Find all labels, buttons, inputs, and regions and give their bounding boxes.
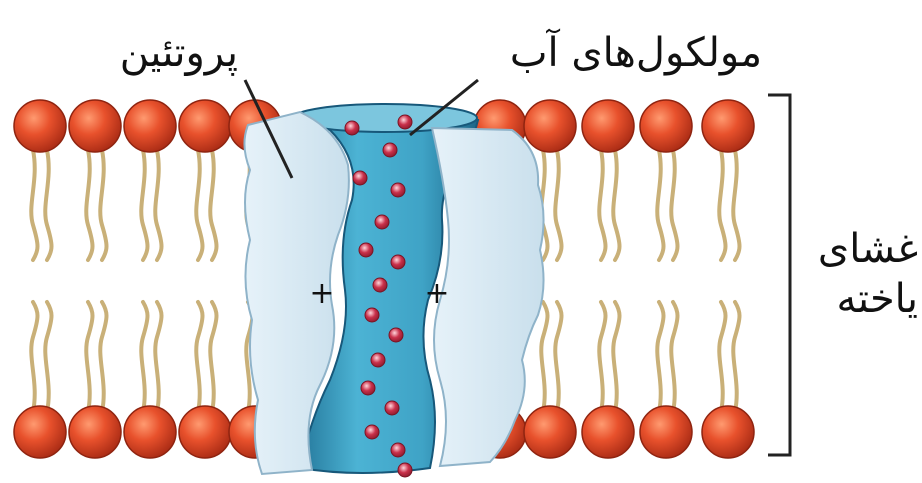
lipid-tail [210,302,216,412]
water-molecule-dot [345,121,359,135]
lipid-tail [45,150,51,260]
lipid-tail [657,302,663,412]
lipid-tail [733,150,739,260]
lipid-tail [31,150,37,260]
phospholipid-head [640,406,692,458]
water-molecule-dot [391,255,405,269]
phospholipid-head [69,100,121,152]
water-molecule-dot [373,278,387,292]
water-molecule-dot [365,308,379,322]
lipid-tail [196,150,202,260]
phospholipid-head [14,406,66,458]
cell-membrane-label-line2: یاخته [836,276,918,322]
water-molecule-dot [361,381,375,395]
positive-charge-sign-left: + [309,276,334,311]
phospholipid-head [582,406,634,458]
lipid-tail [210,150,216,260]
lipid-tail [196,302,202,412]
water-molecule-dot [375,215,389,229]
water-molecule-dot [359,243,373,257]
lipid-tail [45,302,51,412]
phospholipid-head [702,406,754,458]
water-molecule-dot [398,115,412,129]
cell-membrane-label-line1: غشای [818,226,918,272]
phospholipid-head [179,100,231,152]
lipid-tail [719,150,725,260]
water-molecule-dot [391,183,405,197]
lipid-tail [141,150,147,260]
lipid-tail [31,302,37,412]
lipid-tail [671,302,677,412]
water-molecule-dot [383,143,397,157]
phospholipid-head [14,100,66,152]
membrane-bracket [768,95,790,455]
lipid-tail [719,302,725,412]
lipid-tail [599,150,605,260]
water-molecule-dot [385,401,399,415]
channel-protein [244,104,543,474]
lipid-tail [555,150,561,260]
positive-charge-sign-right: + [424,276,449,311]
lipid-tail [100,302,106,412]
lipid-tail [155,302,161,412]
lipid-tail [555,302,561,412]
phospholipid-head [524,406,576,458]
phospholipid-head [640,100,692,152]
water-molecule-dot [365,425,379,439]
lipid-tail [141,302,147,412]
lipid-tail [613,150,619,260]
phospholipid-head [582,100,634,152]
water-molecule-dot [371,353,385,367]
protein-label: پروتئین [120,30,238,76]
lipid-tail [86,150,92,260]
phospholipid-head [524,100,576,152]
lipid-tail [541,302,547,412]
lipid-tail [657,150,663,260]
lipid-tail [155,150,161,260]
phospholipid-head [69,406,121,458]
phospholipid-head [702,100,754,152]
lipid-tail [599,302,605,412]
water-molecules-label: مولکول‌های آب [510,28,762,76]
phospholipid-head [124,406,176,458]
lipid-tail [613,302,619,412]
water-molecule-dot [389,328,403,342]
water-molecule-dot [391,443,405,457]
phospholipid-head [179,406,231,458]
lipid-tail [100,150,106,260]
lipid-tail [671,150,677,260]
phospholipid-head [124,100,176,152]
lipid-tail [86,302,92,412]
water-molecule-dot [353,171,367,185]
water-molecule-dot [398,463,412,477]
lipid-tail [733,302,739,412]
